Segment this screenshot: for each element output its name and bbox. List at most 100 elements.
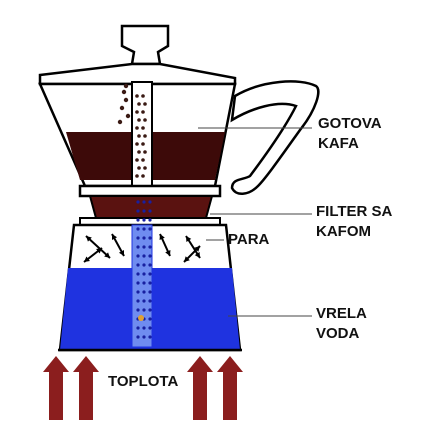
handle: [230, 80, 320, 195]
heat-bubble: [138, 315, 144, 321]
spray-dot: [125, 113, 131, 119]
label-brewed-coffee-line2: KAFA: [318, 135, 359, 152]
stem-dot: [137, 166, 141, 170]
stem-dot: [141, 126, 145, 130]
funnel-dot: [136, 299, 140, 303]
stem-dot: [143, 166, 147, 170]
heat-arrow: [187, 356, 213, 420]
funnel-dot: [136, 326, 140, 330]
rim-band: [78, 184, 222, 198]
funnel-dot: [136, 218, 140, 222]
funnel-dot: [142, 263, 146, 267]
spray-dot: [123, 97, 129, 103]
funnel-dot: [148, 209, 152, 213]
funnel-dot: [142, 236, 146, 240]
spray-dots: [117, 83, 131, 125]
steam-arrow: [111, 233, 125, 257]
funnel-dot: [148, 290, 152, 294]
funnel-dot: [136, 254, 140, 258]
steam-arrow: [183, 245, 201, 263]
funnel-dot: [142, 209, 146, 213]
spray-dot: [123, 83, 129, 89]
funnel-dot: [142, 290, 146, 294]
funnel-dot: [136, 290, 140, 294]
funnel-dot: [136, 263, 140, 267]
funnel-dot: [136, 200, 140, 204]
stem-dot: [141, 94, 145, 98]
stem-dot: [143, 134, 147, 138]
funnel-dots: [136, 200, 152, 339]
upper-chamber: [38, 24, 320, 195]
stem-dot: [135, 94, 139, 98]
funnel-dot: [136, 227, 140, 231]
label-heat: TOPLOTA: [108, 373, 178, 390]
stem-dot: [141, 174, 145, 178]
funnel-dot: [142, 335, 146, 339]
spray-dot: [121, 89, 127, 95]
funnel-dot: [136, 245, 140, 249]
steam-arrow: [83, 247, 103, 263]
steam-arrow: [85, 235, 111, 259]
funnel-dot: [142, 200, 146, 204]
funnel-dot: [148, 200, 152, 204]
steam-arrow: [159, 233, 171, 257]
stem-dot: [141, 110, 145, 114]
lid-knob: [120, 24, 170, 66]
stem-dot: [137, 118, 141, 122]
stem-dot: [137, 102, 141, 106]
funnel-dot: [148, 326, 152, 330]
funnel-dot: [148, 263, 152, 267]
funnel-dot: [148, 218, 152, 222]
funnel-dot: [136, 209, 140, 213]
heat-arrow: [217, 356, 243, 420]
funnel-dot: [148, 317, 152, 321]
funnel-dot: [148, 236, 152, 240]
funnel-dot: [148, 227, 152, 231]
funnel-dot: [148, 254, 152, 258]
label-steam: PARA: [228, 231, 270, 248]
stem-dot: [135, 110, 139, 114]
stem-tube: [131, 81, 153, 187]
heat-arrow: [73, 356, 99, 420]
funnel-dot: [142, 272, 146, 276]
stem-dot: [137, 134, 141, 138]
label-boiling-water-line2: VODA: [316, 325, 360, 342]
funnel-dot: [148, 308, 152, 312]
stem-dots: [135, 94, 147, 178]
funnel-dot: [142, 281, 146, 285]
stem-dot: [137, 150, 141, 154]
label-brewed-coffee-line1: GOTOVA: [318, 115, 382, 132]
heat-arrows: [43, 356, 243, 420]
steam-arrows: [83, 233, 201, 263]
funnel-dot: [148, 245, 152, 249]
spray-dot: [119, 105, 125, 111]
label-boiling-water-line1: VRELA: [316, 305, 367, 322]
stem-dot: [135, 158, 139, 162]
funnel-dot: [136, 281, 140, 285]
funnel-dot: [148, 272, 152, 276]
stem-dot: [141, 158, 145, 162]
funnel-dot: [136, 272, 140, 276]
steam-arrow: [185, 235, 201, 259]
label-filter-line1: FILTER SA: [316, 203, 393, 220]
funnel-dot: [142, 308, 146, 312]
stem-dot: [135, 126, 139, 130]
label-filter-line2: KAFOM: [316, 223, 371, 240]
funnel-dot: [136, 335, 140, 339]
stem-dot: [135, 174, 139, 178]
lower-chamber: [58, 200, 242, 352]
stem-dot: [143, 102, 147, 106]
stem-dot: [141, 142, 145, 146]
stem-dot: [143, 150, 147, 154]
funnel-dot: [142, 254, 146, 258]
funnel-dot: [136, 308, 140, 312]
funnel-dot: [142, 245, 146, 249]
funnel-dot: [148, 299, 152, 303]
stem-dot: [143, 118, 147, 122]
spray-dot: [117, 119, 123, 125]
funnel-dot: [142, 299, 146, 303]
funnel-dot: [142, 227, 146, 231]
stem-dot: [135, 142, 139, 146]
